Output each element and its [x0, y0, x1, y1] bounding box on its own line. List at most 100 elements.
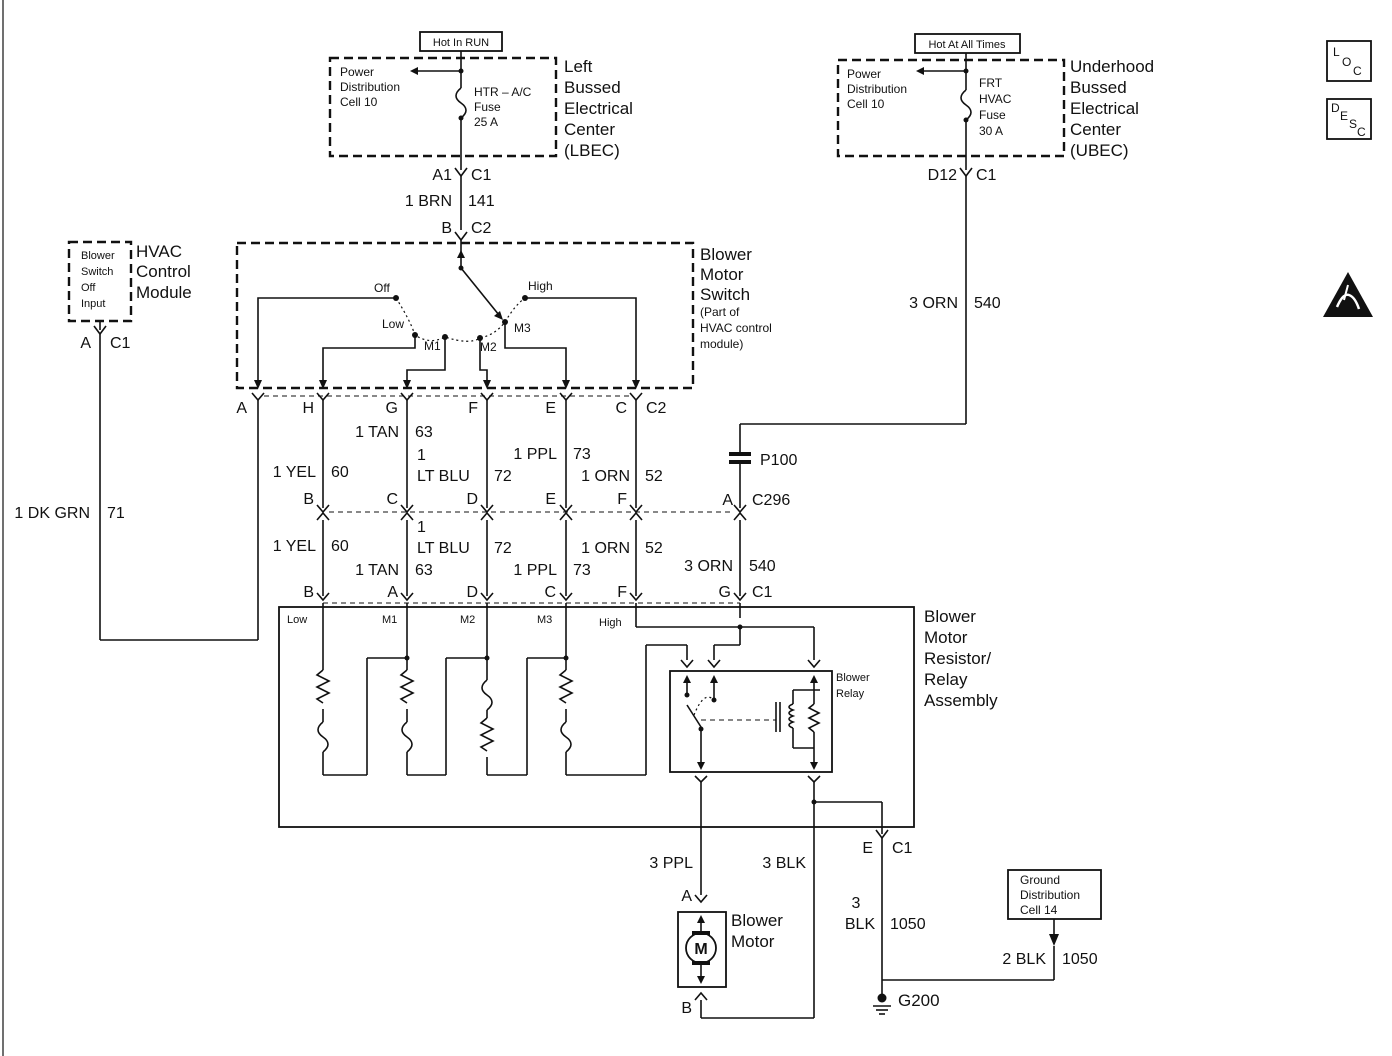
svg-text:D: D: [466, 491, 478, 508]
fuse-icon: [455, 87, 467, 119]
svg-text:A1: A1: [432, 167, 452, 184]
g200-label: G200: [898, 991, 940, 1010]
svg-text:540: 540: [974, 295, 1001, 312]
svg-text:HVAC: HVAC: [979, 92, 1012, 106]
svg-text:C: C: [1357, 125, 1366, 139]
svg-text:Center: Center: [564, 120, 615, 139]
svg-text:M2: M2: [460, 614, 475, 626]
svg-text:D: D: [466, 584, 478, 601]
svg-text:E: E: [1340, 109, 1348, 123]
svg-text:HTR – A/C: HTR – A/C: [474, 85, 532, 99]
svg-text:71: 71: [107, 505, 125, 522]
svg-text:A: A: [80, 335, 91, 352]
svg-text:LT BLU: LT BLU: [417, 540, 470, 557]
svg-text:60: 60: [331, 538, 349, 555]
svg-text:Ground: Ground: [1020, 873, 1060, 887]
svg-text:C: C: [544, 584, 556, 601]
svg-text:S: S: [1349, 117, 1357, 131]
svg-text:B: B: [441, 220, 452, 237]
svg-text:1 YEL: 1 YEL: [273, 538, 316, 555]
svg-text:BLK: BLK: [845, 916, 876, 933]
svg-text:(Part of: (Part of: [700, 305, 740, 319]
svg-text:L: L: [1333, 45, 1340, 59]
svg-text:Motor: Motor: [700, 265, 744, 284]
svg-text:M2: M2: [480, 340, 497, 354]
svg-text:1 ORN: 1 ORN: [581, 540, 630, 557]
svg-text:E: E: [545, 491, 556, 508]
lbec-block: Hot In RUN Power Distribution Cell 10 HT…: [328, 31, 633, 170]
svg-text:C296: C296: [752, 492, 790, 509]
svg-text:1 DK GRN: 1 DK GRN: [14, 505, 90, 522]
svg-text:3 PPL: 3 PPL: [649, 855, 693, 872]
svg-text:F: F: [617, 491, 627, 508]
esd-warning-icon: [1323, 272, 1373, 317]
svg-text:52: 52: [645, 540, 663, 557]
svg-text:2 BLK: 2 BLK: [1002, 951, 1046, 968]
svg-text:1 TAN: 1 TAN: [355, 562, 399, 579]
svg-text:F: F: [468, 400, 478, 417]
svg-text:Cell 10: Cell 10: [847, 97, 885, 111]
svg-text:72: 72: [494, 468, 512, 485]
svg-text:Switch: Switch: [700, 285, 750, 304]
svg-text:3: 3: [852, 895, 861, 912]
svg-text:D: D: [1331, 101, 1340, 115]
loc-icon[interactable]: L O C: [1326, 40, 1372, 82]
c296-connector-row: B C D E F A C296: [303, 491, 790, 521]
hot-in-run-label: Hot In RUN: [433, 37, 489, 49]
svg-text:Off: Off: [374, 281, 390, 295]
svg-text:Switch: Switch: [81, 266, 113, 278]
svg-text:C1: C1: [892, 840, 913, 857]
svg-text:Module: Module: [136, 283, 192, 302]
desc-icon[interactable]: D E S C: [1326, 98, 1372, 140]
svg-text:B: B: [303, 584, 314, 601]
svg-text:Power: Power: [847, 67, 881, 81]
svg-text:73: 73: [573, 446, 591, 463]
svg-text:Fuse: Fuse: [474, 100, 501, 114]
svg-text:Blower: Blower: [731, 911, 783, 930]
ground-distribution: Ground Distribution Cell 14 2 BLK 1050: [882, 869, 1102, 981]
svg-text:M1: M1: [424, 339, 441, 353]
svg-text:module): module): [700, 337, 743, 351]
svg-text:Bussed: Bussed: [1070, 78, 1127, 97]
svg-text:60: 60: [331, 464, 349, 481]
svg-text:C: C: [386, 491, 398, 508]
svg-text:Blower: Blower: [81, 250, 115, 262]
svg-text:C: C: [1353, 64, 1362, 78]
svg-text:Distribution: Distribution: [340, 80, 400, 94]
svg-text:Underhood: Underhood: [1070, 57, 1154, 76]
svg-text:B: B: [303, 491, 314, 508]
svg-text:Input: Input: [81, 298, 105, 310]
motor-icon: M: [685, 932, 717, 964]
svg-text:High: High: [599, 617, 622, 629]
svg-text:1: 1: [417, 447, 426, 464]
svg-text:Motor: Motor: [924, 628, 968, 647]
svg-text:M: M: [694, 941, 707, 958]
hot-at-all-times-label: Hot At All Times: [928, 39, 1006, 51]
svg-text:F: F: [617, 584, 627, 601]
svg-text:C2: C2: [646, 400, 667, 417]
svg-text:30 A: 30 A: [979, 124, 1003, 138]
svg-text:Fuse: Fuse: [979, 108, 1006, 122]
svg-text:3 BLK: 3 BLK: [762, 855, 806, 872]
svg-text:Cell 14: Cell 14: [1020, 903, 1058, 917]
svg-text:G: G: [719, 584, 731, 601]
c1-connector-row: B A D C F G C1: [303, 584, 773, 604]
svg-text:1050: 1050: [1062, 951, 1098, 968]
svg-text:Blower: Blower: [836, 672, 870, 684]
svg-text:1 PPL: 1 PPL: [513, 562, 557, 579]
svg-text:Blower: Blower: [924, 607, 976, 626]
svg-text:(LBEC): (LBEC): [564, 141, 620, 160]
svg-text:M3: M3: [537, 614, 552, 626]
svg-text:D12: D12: [928, 167, 957, 184]
svg-text:A: A: [722, 492, 733, 509]
svg-text:1 PPL: 1 PPL: [513, 446, 557, 463]
svg-text:Blower: Blower: [700, 245, 752, 264]
svg-text:C: C: [615, 400, 627, 417]
relay-coil-icon: [788, 703, 796, 729]
svg-text:72: 72: [494, 540, 512, 557]
svg-text:1 TAN: 1 TAN: [355, 424, 399, 441]
svg-text:Center: Center: [1070, 120, 1121, 139]
svg-text:C2: C2: [471, 220, 492, 237]
svg-text:Off: Off: [81, 282, 96, 294]
